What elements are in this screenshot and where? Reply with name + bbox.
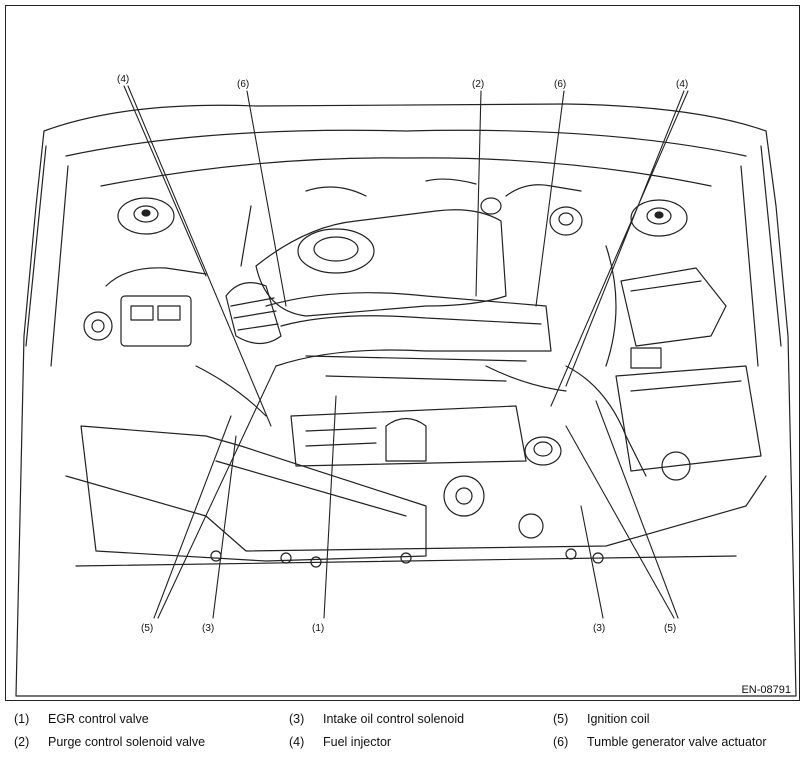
callout-4-top-left: (4) [117, 74, 129, 85]
right-strut-tower [630, 199, 688, 237]
legend-item-5: (5) Ignition coil [553, 712, 650, 726]
master-cylinder [480, 184, 583, 236]
right-fender [740, 145, 782, 367]
legend-text: Fuel injector [323, 735, 392, 749]
battery [615, 347, 762, 481]
cowl-line [65, 129, 747, 157]
legend-num: (4) [289, 735, 305, 749]
legend-item-1: (1) EGR control valve [14, 712, 149, 726]
callout-4-top-right: (4) [676, 79, 688, 90]
legend-num: (6) [553, 735, 569, 749]
alternator [443, 475, 544, 539]
front-bolts [210, 548, 604, 568]
legend-text: EGR control valve [48, 712, 149, 726]
oil-cap [524, 436, 562, 466]
callout-5-bottom-right: (5) [664, 623, 676, 634]
legend-item-4: (4) Fuel injector [289, 735, 391, 749]
legend-num: (2) [14, 735, 30, 749]
fuse-box [620, 267, 727, 347]
callout-6-top-left: (6) [237, 79, 249, 90]
radiator-support [65, 475, 767, 567]
engine-bay-drawing: (4) (6) (2) (6) (4) (5) (3) (1) (3) (5) [15, 74, 797, 697]
callout-5-bottom-left: (5) [141, 623, 153, 634]
legend-item-2: (2) Purge control solenoid valve [14, 735, 205, 749]
legend-text: Purge control solenoid valve [48, 735, 206, 749]
callout-6-top-right: (6) [554, 79, 566, 90]
hoses [195, 178, 647, 477]
diagram-frame: (4) (6) (2) (6) (4) (5) (3) (1) (3) (5) … [5, 5, 800, 701]
callout-3-bottom-right: (3) [593, 623, 605, 634]
callout-2-top: (2) [472, 79, 484, 90]
legend-text: Ignition coil [587, 712, 650, 726]
callout-3-bottom-left: (3) [202, 623, 214, 634]
air-duct [225, 282, 282, 345]
legend-item-6: (6) Tumble generator valve actuator [553, 735, 767, 749]
figure-id: EN-08791 [741, 684, 791, 696]
left-strut-tower [117, 197, 175, 235]
legend-text: Tumble generator valve actuator [587, 735, 767, 749]
legend-num: (1) [14, 712, 30, 726]
legend-num: (5) [553, 712, 569, 726]
callout-1-bottom: (1) [312, 623, 324, 634]
abs-unit [83, 267, 207, 347]
hood-outline [15, 103, 797, 697]
air-cleaner [80, 425, 427, 562]
intake-manifold [255, 209, 552, 382]
legend-text: Intake oil control solenoid [323, 712, 465, 726]
egr-valve [290, 405, 527, 467]
left-fender [25, 145, 69, 367]
legend-num: (3) [289, 712, 305, 726]
leader-lines [123, 85, 689, 619]
legend-item-3: (3) Intake oil control solenoid [289, 712, 464, 726]
legend: (1) EGR control valve (2) Purge control so… [0, 708, 807, 760]
